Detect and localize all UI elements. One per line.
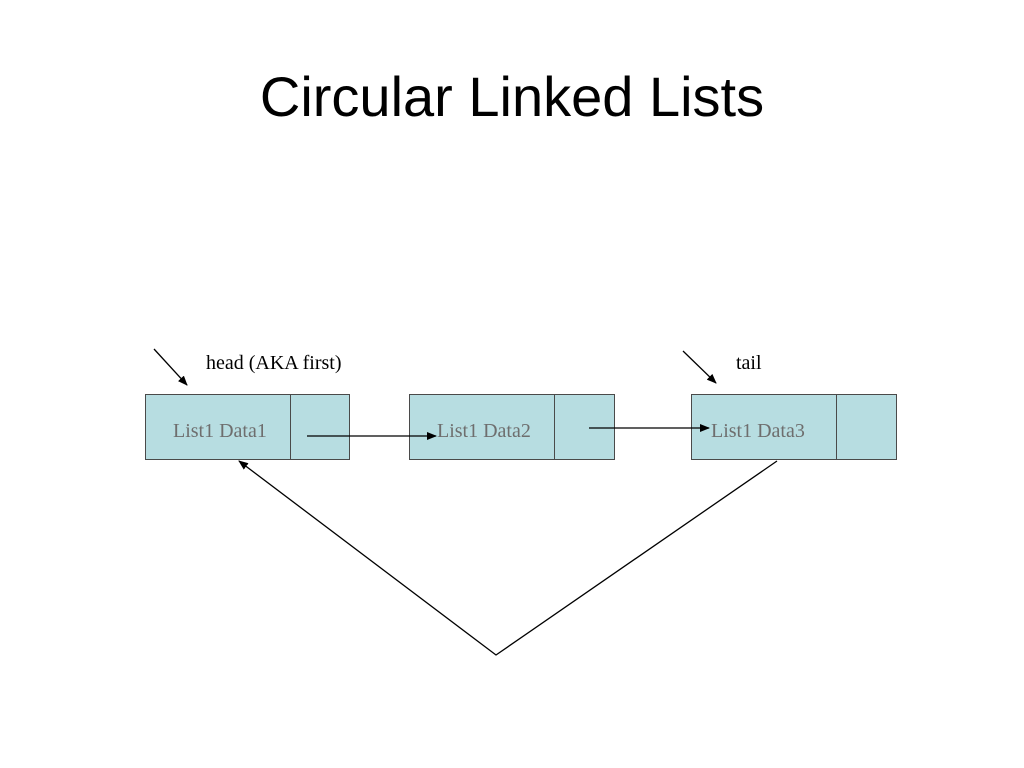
node-data-text: List1 Data2	[437, 420, 531, 442]
circular-link-arrow	[238, 460, 778, 656]
node-data-text: List1 Data3	[711, 420, 805, 442]
list-node-1: List1 Data1	[145, 394, 350, 460]
head-label: head (AKA first)	[206, 352, 342, 374]
tail-label: tail	[736, 352, 762, 374]
node-data-cell: List1 Data3	[692, 395, 837, 459]
list-node-2: List1 Data2	[409, 394, 615, 460]
head-pointer-arrow	[153, 348, 188, 386]
list-node-3: List1 Data3	[691, 394, 897, 460]
tail-pointer-arrow	[682, 350, 717, 384]
slide-title: Circular Linked Lists	[259, 65, 765, 128]
node-data-text: List1 Data1	[173, 420, 267, 442]
node-data-cell: List1 Data1	[146, 395, 291, 459]
node-data-cell: List1 Data2	[410, 395, 555, 459]
